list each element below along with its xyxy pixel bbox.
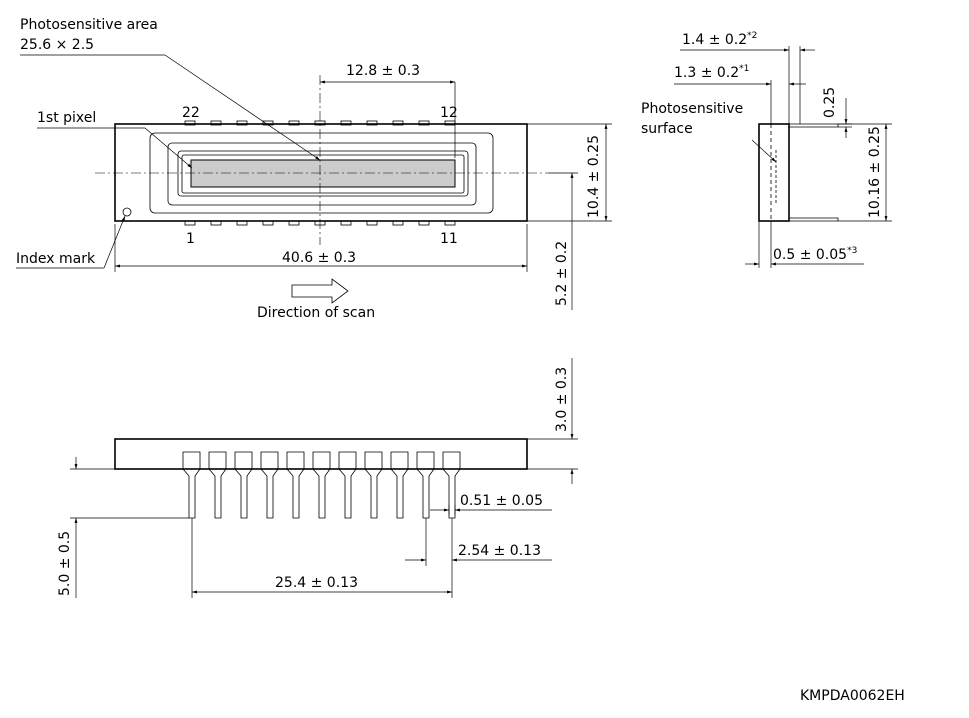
- side-view-body: [758, 123, 790, 222]
- dimension-width: 40.6 ± 0.3: [282, 250, 356, 266]
- photosensitive-area: [190, 159, 456, 188]
- side-view: 1.4 ± 0.2*2 1.3 ± 0.2*1 0.25 10.16 ± 0.2…: [641, 31, 892, 268]
- chip-outline: [181, 154, 465, 194]
- top-view: 22 12 1 11 Photosensitive area 25.6 × 2.…: [16, 17, 612, 321]
- dimension-half-pitch: 12.8 ± 0.3: [346, 63, 420, 79]
- photosensitive-surface-label-line1: Photosensitive: [641, 101, 743, 117]
- index-mark: [122, 207, 132, 217]
- package-frame-inner: [177, 150, 469, 197]
- front-view-leads: [182, 451, 461, 519]
- photosensitive-surface-label-line2: surface: [641, 121, 693, 137]
- dimension-lead-length: 5.0 ± 0.5: [57, 531, 73, 596]
- drawing-code: KMPDA0062EH: [800, 688, 905, 704]
- first-pixel-label: 1st pixel: [37, 110, 96, 126]
- direction-of-scan-label: Direction of scan: [257, 305, 375, 321]
- pin-label-22: 22: [182, 105, 200, 121]
- dimension-side-window: 1.4 ± 0.2*2: [682, 31, 757, 48]
- pin-label-12: 12: [440, 105, 458, 121]
- pin-label-11: 11: [440, 231, 458, 247]
- front-view: 3.0 ± 0.3 0.51 ± 0.05 2.54 ± 0.13 25.4 ±…: [57, 358, 578, 598]
- dimension-side-lead-thickness: 0.25: [822, 87, 838, 118]
- dimension-offset: 5.2 ± 0.2: [554, 241, 570, 306]
- photosensitive-area-size: 25.6 × 2.5: [20, 37, 94, 53]
- dimension-side-glass: 0.5 ± 0.05*3: [773, 246, 857, 263]
- dimension-height: 10.4 ± 0.25: [586, 135, 602, 218]
- dimension-lead-width: 0.51 ± 0.05: [460, 493, 543, 509]
- dimension-lead-span: 25.4 ± 0.13: [275, 575, 358, 591]
- dimension-side-height: 10.16 ± 0.25: [867, 126, 883, 218]
- dimension-side-surface: 1.3 ± 0.2*1: [674, 64, 749, 81]
- pin-label-1: 1: [186, 231, 195, 247]
- front-view-body: [114, 438, 528, 470]
- photosensitive-area-label: Photosensitive area: [20, 17, 158, 33]
- dimension-lead-pitch: 2.54 ± 0.13: [458, 543, 541, 559]
- dimension-package-thickness: 3.0 ± 0.3: [554, 367, 570, 432]
- package-frame-middle: [167, 142, 477, 206]
- index-mark-label: Index mark: [16, 251, 96, 267]
- package-body: [114, 123, 528, 222]
- scan-direction-arrow: [291, 278, 349, 304]
